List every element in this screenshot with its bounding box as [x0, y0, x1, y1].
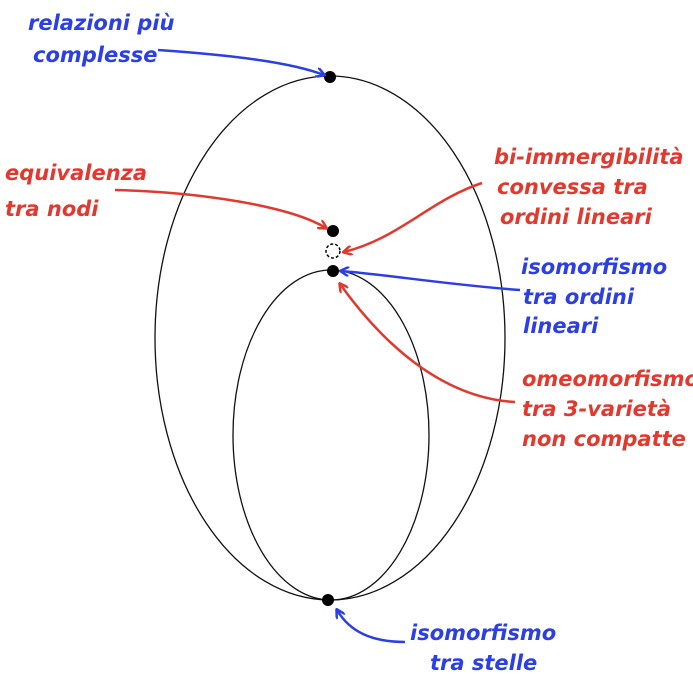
label-stars-iso: isomorfismo tra stelle: [410, 621, 556, 675]
label-linear-orders-iso: isomorfismo tra ordini lineari: [521, 255, 667, 338]
label-line: equivalenza: [5, 161, 147, 185]
label-line: relazioni più: [28, 11, 175, 35]
linear-orders-iso-dot: [327, 265, 339, 277]
arrow-equivalence: [114, 188, 326, 228]
inner-ellipse: [232, 269, 430, 601]
label-line: tra stelle: [430, 651, 537, 675]
label-bi-embeddability: bi-immergibilità convessa tra ordini lin…: [494, 145, 684, 229]
outer-ellipse: [154, 75, 506, 601]
label-line: ordini lineari: [500, 205, 653, 229]
arrow-bi-embeddability: [344, 181, 483, 252]
arrow-top: [157, 48, 324, 75]
top-node: [324, 71, 336, 83]
bottom-node: [322, 594, 334, 606]
node-equivalence-dot: [327, 225, 339, 237]
label-line: tra nodi: [5, 197, 99, 221]
label-node-equivalence: equivalenza tra nodi: [5, 161, 147, 221]
label-homeomorphism: omeomorfismo tra 3-varietà non compatte: [522, 367, 693, 451]
label-line: omeomorfismo: [522, 367, 693, 391]
arrow-linear-orders-iso: [341, 271, 521, 292]
label-line: bi-immergibilità: [494, 145, 684, 169]
arrow-stars-iso: [337, 610, 406, 644]
label-line: lineari: [523, 314, 599, 338]
label-top: relazioni più complesse: [28, 11, 175, 67]
label-line: convessa tra: [497, 175, 648, 199]
arrow-homeomorphism: [340, 284, 516, 404]
label-line: isomorfismo: [410, 621, 556, 645]
label-line: tra 3-varietà: [522, 397, 671, 421]
bi-embeddability-dashed-dot: [325, 243, 341, 259]
label-line: isomorfismo: [521, 255, 667, 279]
label-line: complesse: [33, 43, 157, 67]
label-line: non compatte: [522, 427, 686, 451]
label-line: tra ordini: [523, 285, 635, 309]
